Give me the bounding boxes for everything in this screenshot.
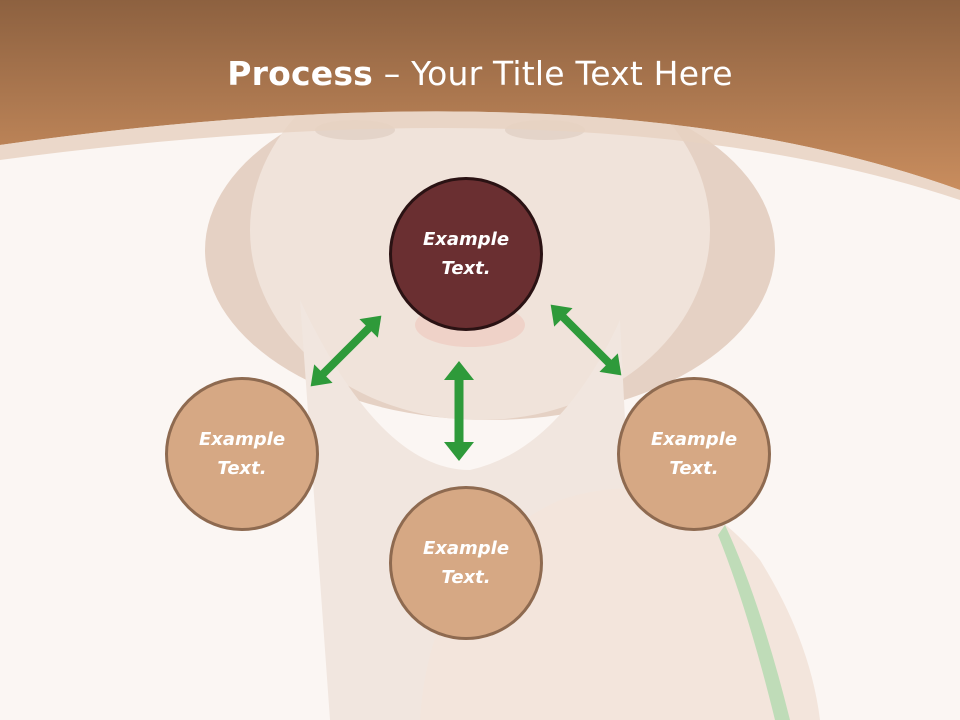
- title-rest: – Your Title Text Here: [373, 54, 733, 93]
- center-node: Example Text.: [389, 177, 543, 331]
- left-node-line2: Text.: [217, 458, 267, 479]
- bottom-node: Example Text.: [389, 486, 543, 640]
- bottom-node-line1: Example: [422, 538, 510, 559]
- bottom-node-line2: Text.: [441, 567, 491, 588]
- right-node-line1: Example: [650, 429, 738, 450]
- center-node-line2: Text.: [441, 258, 491, 279]
- title-bold: Process: [227, 54, 374, 93]
- slide-title: Process – Your Title Text Here: [0, 52, 960, 96]
- right-node: Example Text.: [617, 377, 771, 531]
- left-node: Example Text.: [165, 377, 319, 531]
- center-node-line1: Example: [422, 229, 510, 250]
- left-node-line1: Example: [198, 429, 286, 450]
- right-node-line2: Text.: [669, 458, 719, 479]
